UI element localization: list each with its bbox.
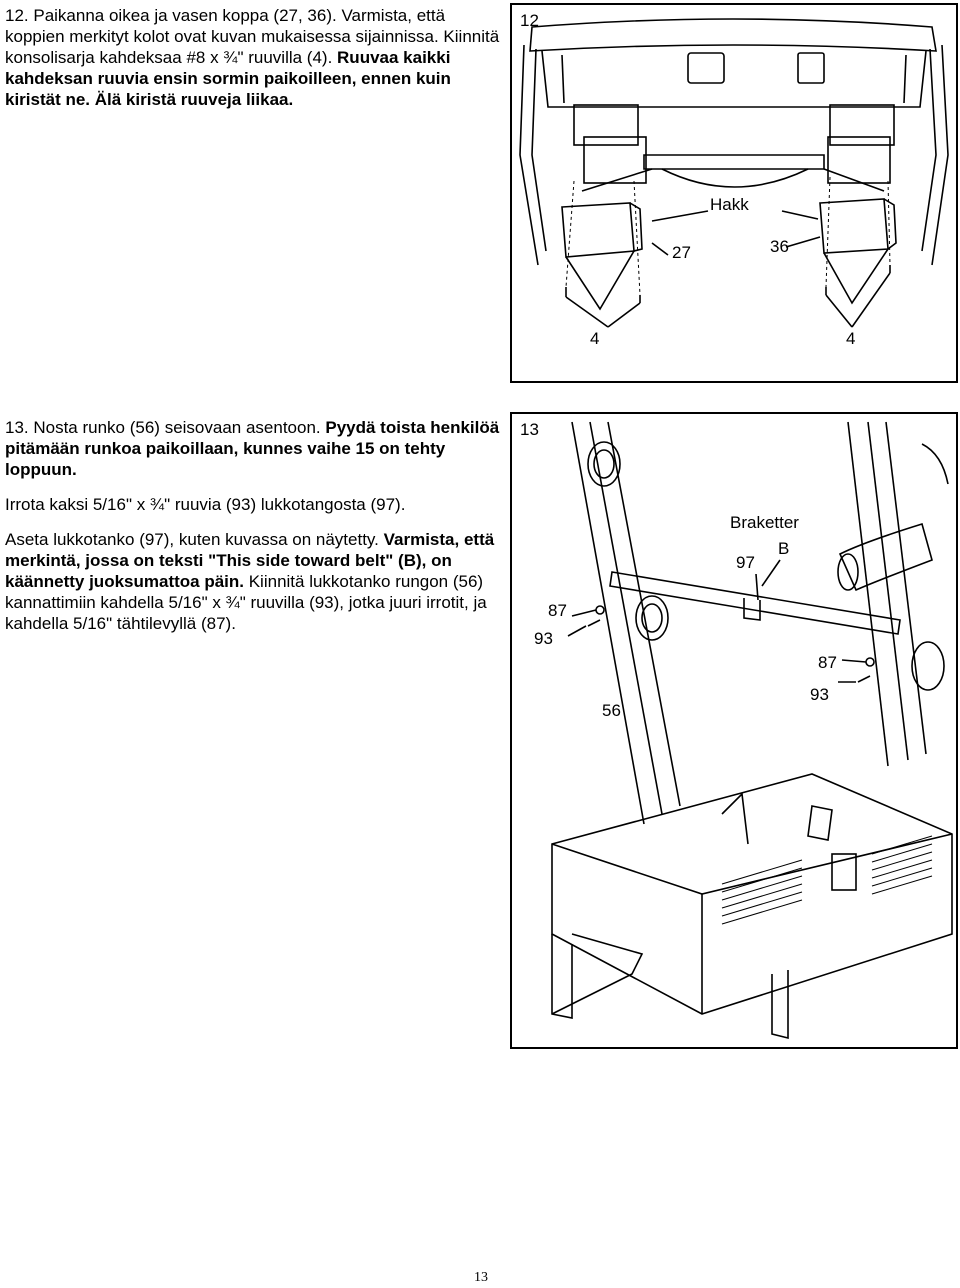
- step-12-instructions: 12. Paikanna oikea ja vasen koppa (27, 3…: [5, 5, 505, 124]
- callout-36: 36: [770, 237, 789, 256]
- console-cover-illustration: [519, 18, 949, 328]
- figure-13-number: 13: [520, 420, 539, 439]
- step-12-warning: Ruuvaa kaikki kahdeksan ruuvia ensin sor…: [5, 48, 451, 109]
- callout-27: 27: [672, 243, 691, 262]
- callout-4-left: 4: [590, 329, 600, 348]
- callout-93-left: 93: [534, 629, 553, 648]
- callout-b: B: [778, 539, 790, 558]
- figure-12-console-covers: 12 Hakk 27 36 4 4: [510, 3, 958, 383]
- step-13-paragraph-2: Irrota kaksi 5/16" x ¾" ruuvia (93) lukk…: [5, 495, 406, 514]
- figure-13-lock-bar: 13 Braketter B 97 87 93 87 93 56: [510, 412, 958, 1049]
- callout-hakk: Hakk: [710, 195, 749, 214]
- step-13-paragraph-3: Aseta lukkotanko (97), kuten kuvassa on …: [5, 530, 495, 633]
- step-13-instructions: 13. Nosta runko (56) seisovaan asentoon.…: [5, 417, 505, 648]
- step-12-paragraph: 12. Paikanna oikea ja vasen koppa (27, 3…: [5, 6, 500, 109]
- callout-braketter: Braketter: [730, 513, 799, 532]
- callout-93-right: 93: [810, 685, 829, 704]
- callout-56: 56: [602, 701, 621, 720]
- callout-87-right: 87: [818, 653, 837, 672]
- callout-87-left: 87: [548, 601, 567, 620]
- figure-12-number: 12: [520, 11, 539, 30]
- step-13-paragraph-1: 13. Nosta runko (56) seisovaan asentoon.…: [5, 418, 500, 479]
- callout-4-right: 4: [846, 329, 856, 348]
- step-13-warning: Pyydä toista henkilöä pitämään runkoa pa…: [5, 418, 500, 479]
- lock-bar-illustration: [551, 421, 953, 1040]
- page-number: 13: [474, 1270, 488, 1285]
- callout-97: 97: [736, 553, 755, 572]
- step-13-note: Varmista, että merkintä, jossa on teksti…: [5, 530, 495, 591]
